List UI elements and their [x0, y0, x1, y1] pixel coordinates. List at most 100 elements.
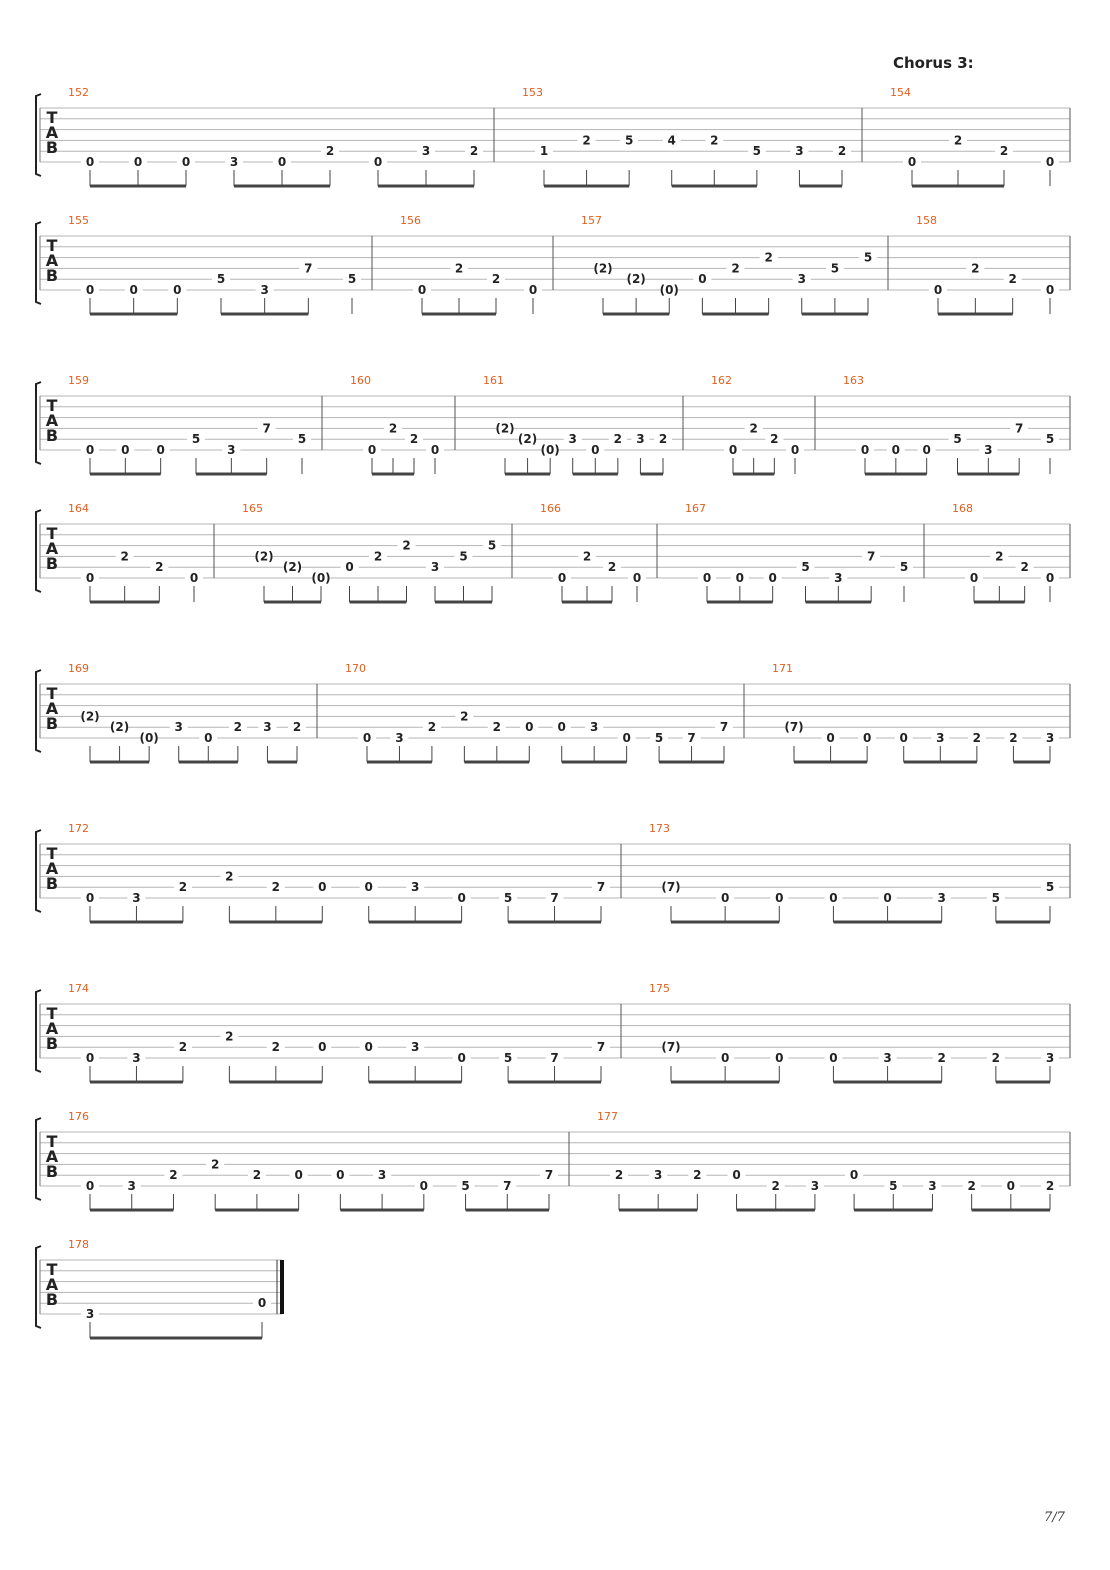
tab-clef-t: T — [47, 1004, 58, 1023]
fret-number: 0 — [1046, 571, 1054, 585]
tab-clef-t: T — [47, 844, 58, 863]
fret-number: 7 — [550, 1051, 558, 1065]
measure-number: 152 — [68, 86, 89, 99]
system-bracket — [35, 1245, 42, 1329]
fret-number: 2 — [293, 720, 301, 734]
fret-number: 5 — [504, 891, 512, 905]
fret-number: (2) — [495, 421, 514, 435]
fret-number: 0 — [278, 155, 286, 169]
fret-number: 3 — [938, 891, 946, 905]
measure-number: 156 — [400, 214, 421, 227]
fret-number: (2) — [110, 720, 129, 734]
fret-number: 3 — [175, 720, 183, 734]
fret-number: 2 — [731, 261, 739, 275]
fret-number: 2 — [410, 432, 418, 446]
measure-number: 164 — [68, 502, 89, 515]
fret-number: 0 — [721, 1051, 729, 1065]
measure-number: 168 — [952, 502, 973, 515]
fret-number: 5 — [864, 251, 872, 265]
fret-number: 2 — [583, 549, 591, 563]
fret-number: 5 — [625, 133, 633, 147]
fret-number: 0 — [829, 891, 837, 905]
fret-number: 0 — [775, 891, 783, 905]
tab-clef-a: A — [46, 859, 59, 878]
fret-number: (0) — [540, 443, 559, 457]
fret-number: 3 — [798, 272, 806, 286]
fret-number: 0 — [182, 155, 190, 169]
system-bracket — [35, 1117, 42, 1201]
fret-number: 4 — [668, 133, 676, 147]
tab-clef-a: A — [46, 699, 59, 718]
fret-number: 3 — [86, 1307, 94, 1321]
fret-number: (2) — [593, 261, 612, 275]
fret-number: 0 — [732, 1168, 740, 1182]
fret-number: 2 — [272, 1040, 280, 1054]
fret-number: 3 — [936, 731, 944, 745]
fret-number: 2 — [211, 1157, 219, 1171]
fret-number: 0 — [336, 1168, 344, 1182]
fret-number: 5 — [1046, 880, 1054, 894]
fret-number: (7) — [661, 1040, 680, 1054]
fret-number: 3 — [984, 443, 992, 457]
fret-number: 2 — [1046, 1179, 1054, 1193]
fret-number: 5 — [831, 261, 839, 275]
fret-number: 0 — [365, 1040, 373, 1054]
fret-number: 2 — [179, 880, 187, 894]
fret-number: 2 — [1020, 560, 1028, 574]
fret-number: 3 — [230, 155, 238, 169]
fret-number: 0 — [134, 155, 142, 169]
tab-clef-b: B — [46, 1290, 58, 1309]
tab-clef-b: B — [46, 266, 58, 285]
fret-number: 5 — [953, 432, 961, 446]
fret-number: 2 — [1008, 272, 1016, 286]
fret-number: 0 — [121, 443, 129, 457]
fret-number: 3 — [654, 1168, 662, 1182]
fret-number: 2 — [326, 144, 334, 158]
fret-number: 5 — [192, 432, 200, 446]
fret-number: 2 — [470, 144, 478, 158]
fret-number: 0 — [418, 283, 426, 297]
fret-number: (2) — [626, 272, 645, 286]
tab-clef-t: T — [47, 524, 58, 543]
measure-number: 155 — [68, 214, 89, 227]
fret-number: 3 — [227, 443, 235, 457]
fret-number: 0 — [622, 731, 630, 745]
fret-number: 0 — [908, 155, 916, 169]
fret-number: 0 — [525, 720, 533, 734]
tab-clef-a: A — [46, 1019, 59, 1038]
fret-number: 0 — [204, 731, 212, 745]
final-barline — [280, 1260, 284, 1314]
fret-number: 0 — [861, 443, 869, 457]
fret-number: 0 — [892, 443, 900, 457]
fret-number: 0 — [457, 1051, 465, 1065]
tab-clef-a: A — [46, 411, 59, 430]
fret-number: 3 — [128, 1179, 136, 1193]
fret-number: 0 — [768, 571, 776, 585]
fret-number: 2 — [954, 133, 962, 147]
fret-number: 0 — [934, 283, 942, 297]
measure-number: 175 — [649, 982, 670, 995]
fret-number: 2 — [995, 549, 1003, 563]
fret-number: 2 — [169, 1168, 177, 1182]
measure-number: 173 — [649, 822, 670, 835]
fret-number: 2 — [1009, 731, 1017, 745]
fret-number: 0 — [698, 272, 706, 286]
fret-number: 0 — [736, 571, 744, 585]
fret-number: 3 — [431, 560, 439, 574]
system-bracket — [35, 93, 42, 177]
measure-number: 170 — [345, 662, 366, 675]
fret-number: 2 — [120, 549, 128, 563]
fret-number: 5 — [889, 1179, 897, 1193]
